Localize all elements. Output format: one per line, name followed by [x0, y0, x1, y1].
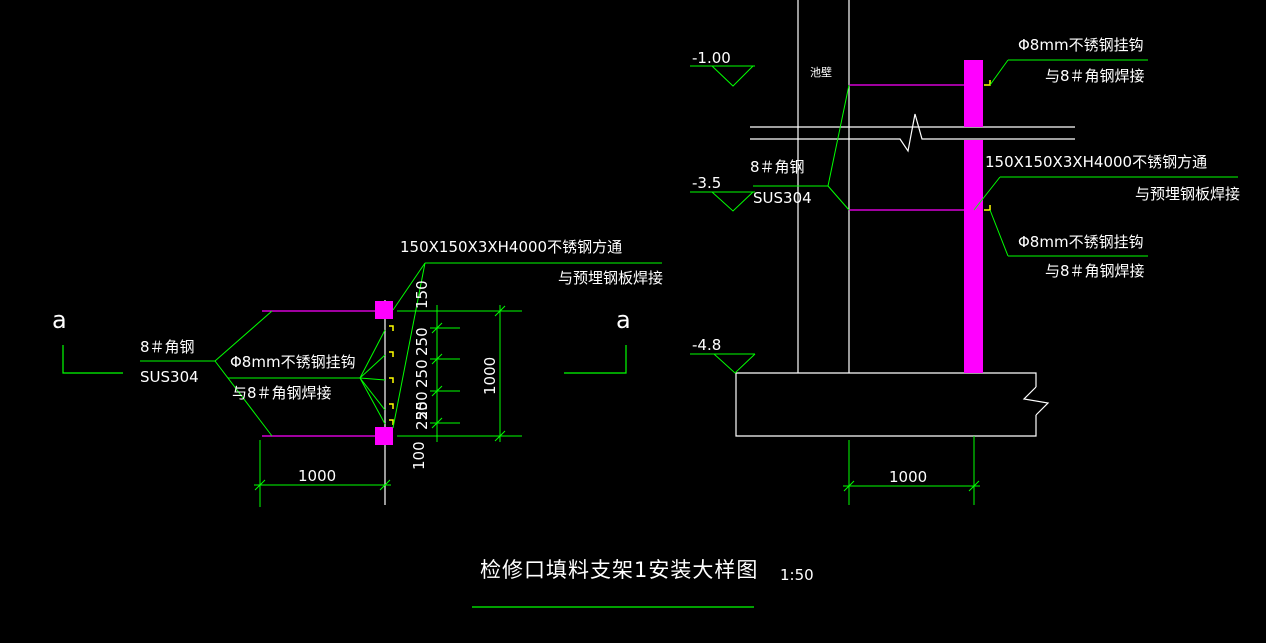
hook-leaders-left [228, 329, 386, 425]
wall-label: 池壁 [810, 65, 832, 79]
title-main: 检修口填料支架1安装大样图 [480, 558, 758, 582]
left-dim-bottom: 100 [410, 441, 428, 470]
tube-column-lower [964, 140, 983, 373]
square-tube-bottom [375, 427, 393, 445]
left-tube-label-1: 150X150X3XH4000不锈钢方通 [400, 238, 622, 256]
section-mark-left-letter: a [52, 306, 67, 334]
section-mark-right-letter: a [616, 306, 631, 334]
section-mark-left: a [52, 306, 123, 374]
square-tube-top [375, 301, 393, 319]
left-dim-top: 150 [413, 280, 431, 309]
left-tube-label-2: 与预埋钢板焊接 [558, 269, 663, 287]
left-dim-width: 1000 [298, 467, 336, 485]
left-material-label: SUS304 [140, 368, 199, 386]
level-marks [690, 65, 756, 374]
left-hook-label-1: Φ8mm不锈钢挂钩 [230, 353, 356, 371]
level-label-3: -4.8 [692, 336, 721, 354]
right-hook-label-4: 与8＃角钢焊接 [1045, 262, 1145, 280]
right-hook-label-3: Φ8mm不锈钢挂钩 [1018, 233, 1144, 251]
drawing-title: 检修口填料支架1安装大样图 1:50 [472, 558, 814, 608]
level-label-1: -1.00 [692, 49, 731, 67]
level-label-2: -3.5 [692, 174, 721, 192]
right-tube-label-1: 150X150X3XH4000不锈钢方通 [985, 153, 1207, 171]
width-dimension-right [843, 436, 980, 505]
title-scale: 1:50 [780, 566, 814, 584]
tube-column-upper [964, 60, 983, 127]
left-dim-seg-1: 250 [413, 327, 431, 356]
leaders-right [753, 59, 1238, 257]
hook-marks-left [389, 325, 394, 425]
angle-leader-left [140, 310, 273, 437]
seg-dimension-lines [397, 305, 460, 442]
left-dim-seg-4: 250 [413, 401, 431, 430]
left-dim-seg-3: 250 [413, 391, 431, 420]
pool-wall [735, 0, 1050, 437]
break-line [750, 113, 1075, 153]
right-angle-label: 8＃角钢 [750, 158, 805, 176]
left-dim-seg-2: 250 [413, 359, 431, 388]
width-dimension-left [254, 440, 391, 507]
left-plan-view: 8＃角钢 SUS304 Φ8mm不锈钢挂钩 与8＃角钢焊接 150X150X3X… [140, 238, 663, 507]
right-dim-width: 1000 [889, 468, 927, 486]
right-material-label: SUS304 [753, 189, 812, 207]
right-section-view: -1.00 -3.5 -4.8 池壁 Φ8mm不锈钢挂钩 与8＃角钢焊接 150… [690, 0, 1240, 505]
left-angle-label: 8＃角钢 [140, 338, 195, 356]
section-mark-right: a [564, 306, 631, 374]
height-dimension [460, 305, 522, 442]
right-hook-label-2: 与8＃角钢焊接 [1045, 67, 1145, 85]
tube-leader-left [392, 262, 662, 429]
left-dim-height: 1000 [481, 357, 499, 395]
left-hook-label-2: 与8＃角钢焊接 [232, 384, 332, 402]
right-tube-label-2: 与预埋钢板焊接 [1135, 185, 1240, 203]
right-hook-label-1: Φ8mm不锈钢挂钩 [1018, 36, 1144, 54]
